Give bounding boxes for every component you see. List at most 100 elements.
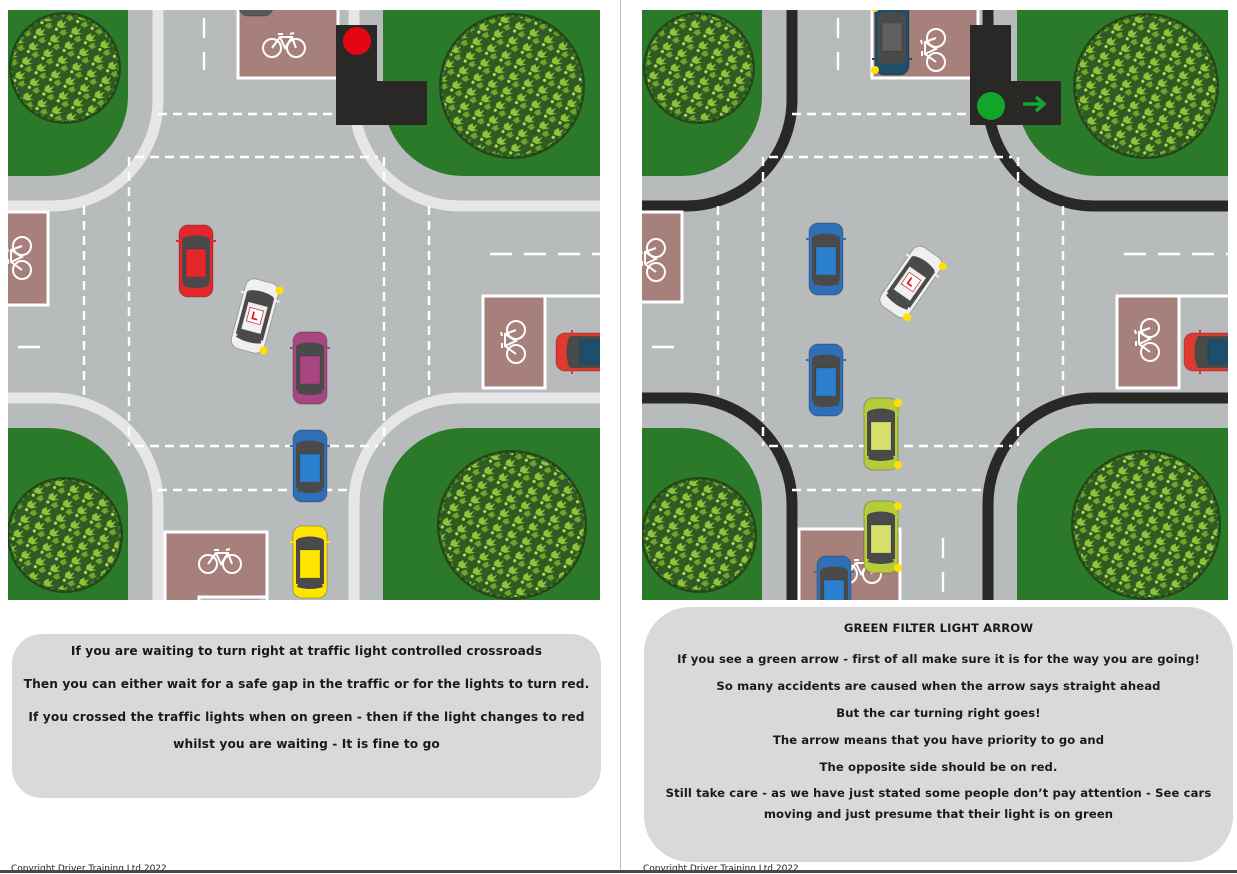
text-line: If you are waiting to turn right at traf… xyxy=(70,644,543,658)
car-rear-window xyxy=(886,289,911,310)
indicator-light xyxy=(871,10,879,12)
learner-l xyxy=(251,311,258,321)
indicator-light xyxy=(894,502,902,510)
bike-wheel xyxy=(198,554,218,574)
bike-frame xyxy=(920,37,939,63)
car-side-window xyxy=(296,444,300,488)
bike-frame xyxy=(500,329,519,355)
car-side-window xyxy=(320,444,324,488)
bicycle-icon xyxy=(198,548,242,574)
indicator-light xyxy=(275,286,284,295)
car-lime xyxy=(861,397,902,471)
bike-wheel xyxy=(1140,342,1160,362)
car-side-window xyxy=(258,297,275,341)
car-side-window xyxy=(296,540,300,584)
car-rear-window xyxy=(297,578,323,589)
text-line: Still take care - as we have just stated… xyxy=(665,786,1212,821)
car-blue-partial xyxy=(814,555,854,600)
kerb xyxy=(642,392,798,600)
car-windscreen xyxy=(1194,337,1208,367)
learner-plate-icon xyxy=(245,306,265,326)
learner-car-white xyxy=(879,245,947,322)
box-line xyxy=(543,294,600,368)
car-magenta xyxy=(290,331,330,405)
text-line: But the car turning right goes! xyxy=(836,706,1041,720)
crossroads-diagram-red-light xyxy=(8,10,600,600)
car-roof xyxy=(579,339,600,365)
bike-frame xyxy=(8,245,25,271)
box-line xyxy=(197,595,269,600)
car-rear-window xyxy=(813,275,839,286)
bush-icon xyxy=(11,14,119,122)
bush-icon xyxy=(645,14,753,122)
bike-wheel xyxy=(506,320,526,340)
car-roof xyxy=(299,549,321,579)
car-windscreen xyxy=(297,342,323,356)
car-side-window xyxy=(570,336,600,340)
learner-l xyxy=(906,277,913,287)
text-line: Then you can either wait for a safe gap … xyxy=(23,677,590,691)
car-windscreen xyxy=(566,337,580,367)
car-side-window xyxy=(182,239,186,283)
indicator-light xyxy=(903,313,912,322)
car-windscreen xyxy=(248,290,274,307)
green-light-icon xyxy=(977,92,1005,120)
red-light-icon xyxy=(343,27,371,55)
advanced-stop-line-box xyxy=(642,210,684,304)
car-rear-window xyxy=(868,450,894,461)
car-side-window xyxy=(235,291,252,335)
car-windscreen xyxy=(879,51,905,65)
advanced-stop-line-box xyxy=(481,294,547,390)
kerb xyxy=(8,10,164,212)
car-rear-window xyxy=(183,277,209,288)
kerb xyxy=(642,10,798,212)
copyright-right: Copyright Driver Training Ltd 2022 xyxy=(643,864,799,874)
scene-layer xyxy=(642,10,1228,600)
car-blue xyxy=(806,222,846,296)
car-yellow xyxy=(290,525,330,599)
car-roof xyxy=(815,246,837,276)
car-rear-window xyxy=(813,396,839,407)
car-roof xyxy=(870,421,892,451)
bike-frame xyxy=(642,247,659,273)
car-rear-window xyxy=(297,482,323,493)
car-windscreen xyxy=(909,255,935,278)
car-side-window xyxy=(1198,364,1228,368)
indicator-light xyxy=(259,346,268,355)
car-windscreen xyxy=(821,566,847,580)
car-roof xyxy=(299,355,321,385)
text-line: The opposite side should be on red. xyxy=(819,760,1058,774)
bike-frame xyxy=(271,32,297,51)
bike-wheel xyxy=(222,554,242,574)
car-side-window xyxy=(902,17,906,61)
panel-title: GREEN FILTER LIGHT ARROW xyxy=(843,621,1034,635)
car-red xyxy=(176,224,216,298)
green-filter-arrow-icon xyxy=(1023,95,1047,113)
car-side-window xyxy=(836,237,840,281)
car-windscreen xyxy=(868,511,894,525)
car-blue xyxy=(290,429,330,503)
car-windscreen xyxy=(297,440,323,454)
car-roof xyxy=(823,579,845,600)
car-side-window xyxy=(836,358,840,402)
box-line xyxy=(1177,294,1228,366)
car-rear-window xyxy=(868,553,894,564)
car-side-window xyxy=(878,17,882,61)
car-windscreen xyxy=(297,536,323,550)
bush-icon xyxy=(643,479,755,591)
bicycle-icon xyxy=(262,32,306,58)
indicator-light xyxy=(938,262,947,271)
car-side-window xyxy=(320,540,324,584)
car-side-window xyxy=(891,412,895,456)
car-rear-window xyxy=(879,12,905,23)
info-panel-left: If you are waiting to turn right at traf… xyxy=(12,634,601,798)
bike-wheel xyxy=(12,236,32,256)
car-side-window xyxy=(844,570,848,600)
bush-icon xyxy=(439,452,585,598)
car-side-window xyxy=(906,269,936,309)
indicator-light xyxy=(871,66,879,74)
car-windscreen xyxy=(813,233,839,247)
kerb xyxy=(8,392,164,600)
bush-icon xyxy=(1075,15,1217,157)
bike-wheel xyxy=(926,28,946,48)
